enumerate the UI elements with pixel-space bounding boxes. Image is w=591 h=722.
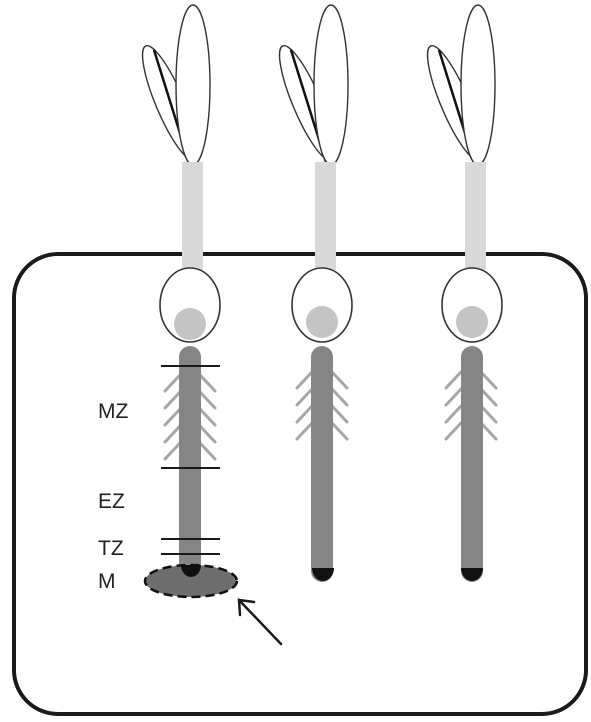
pointer-arrow	[239, 600, 281, 644]
seedling-right	[418, 5, 502, 582]
cotyledon-right	[461, 5, 495, 165]
seedling-annotated: MZ EZ TZ M	[98, 5, 281, 644]
hypocotyl-stem	[182, 162, 203, 270]
label-tz: TZ	[98, 537, 124, 560]
primary-root	[311, 346, 333, 582]
hypocotyl-stem	[315, 162, 336, 270]
label-mz: MZ	[98, 400, 128, 423]
root-tip-cap	[461, 568, 483, 581]
cotyledon-right	[314, 5, 348, 165]
seed-core	[456, 306, 488, 338]
label-ez: EZ	[98, 490, 125, 513]
cotyledon-right	[176, 5, 210, 165]
label-m: M	[98, 570, 116, 593]
primary-root	[461, 346, 483, 582]
seedling-middle	[270, 5, 352, 582]
primary-root	[179, 346, 201, 578]
seed-core	[306, 306, 338, 338]
hypocotyl-stem	[465, 162, 486, 270]
seed-core	[174, 308, 206, 340]
